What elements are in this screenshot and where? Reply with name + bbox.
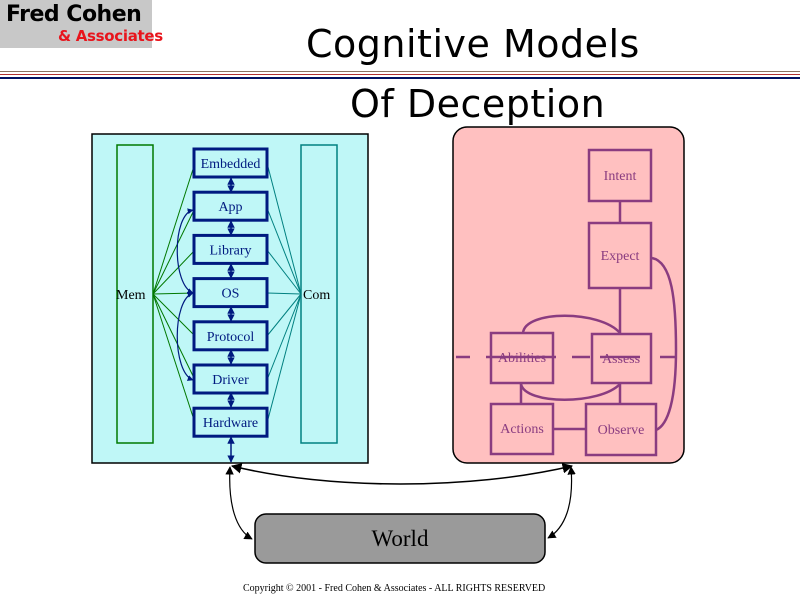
expect-label: Expect	[601, 249, 640, 264]
computer-world-arrow	[225, 466, 253, 540]
world-box	[254, 513, 546, 564]
layer-box-hardware	[192, 406, 269, 438]
layer-label-os: OS	[222, 287, 240, 302]
layer-box-os	[192, 277, 269, 309]
cognitive-model-panel	[452, 126, 685, 464]
actions-box	[489, 402, 555, 456]
header-rule-red	[0, 74, 800, 75]
app-os-arc	[176, 208, 194, 294]
world-label: World	[372, 526, 429, 551]
header-rule-brown	[0, 71, 800, 72]
cognitive-connections	[456, 201, 678, 432]
logo-background	[0, 0, 152, 48]
logo-title: Fred Cohen	[6, 2, 142, 27]
layer-label-driver: Driver	[212, 373, 249, 388]
layer-box-driver	[192, 363, 269, 395]
comms-connections	[266, 162, 302, 424]
assess-label: Assess	[602, 352, 640, 367]
copyright-footer: Copyright © 2001 - Fred Cohen & Associat…	[243, 583, 546, 594]
memory-label: Mem	[116, 288, 146, 303]
computer-cognition-arrow	[230, 463, 574, 485]
layer-label-app: App	[218, 200, 242, 215]
abilities-label: Abilities	[498, 351, 546, 366]
layer-label-library: Library	[210, 243, 252, 258]
logo-subtitle: & Associates	[58, 27, 163, 45]
actions-label: Actions	[500, 422, 544, 437]
observe-box	[584, 402, 658, 457]
slide-title-line-1: Cognitive Models	[306, 22, 640, 66]
intent-box	[587, 148, 653, 203]
layer-box-app	[192, 190, 269, 222]
layer-box-library	[192, 233, 269, 265]
intent-label: Intent	[604, 169, 637, 184]
abilities-box	[489, 331, 555, 385]
comms-label: Com	[303, 288, 330, 303]
layer-label-protocol: Protocol	[207, 330, 255, 345]
header-rule-navy	[0, 77, 800, 79]
observe-label: Observe	[598, 423, 645, 438]
assess-box	[590, 332, 653, 385]
expect-box	[587, 221, 653, 290]
layer-box-embedded	[192, 147, 269, 179]
slide-title-line-2: Of Deception	[350, 82, 606, 126]
cognitive-boxes	[489, 148, 658, 457]
cognition-world-arrow	[547, 466, 576, 539]
layer-box-protocol	[192, 320, 269, 352]
layer-label-embedded: Embedded	[201, 157, 261, 172]
layer-label-hardware: Hardware	[203, 416, 258, 431]
os-driver-arc	[176, 291, 194, 381]
